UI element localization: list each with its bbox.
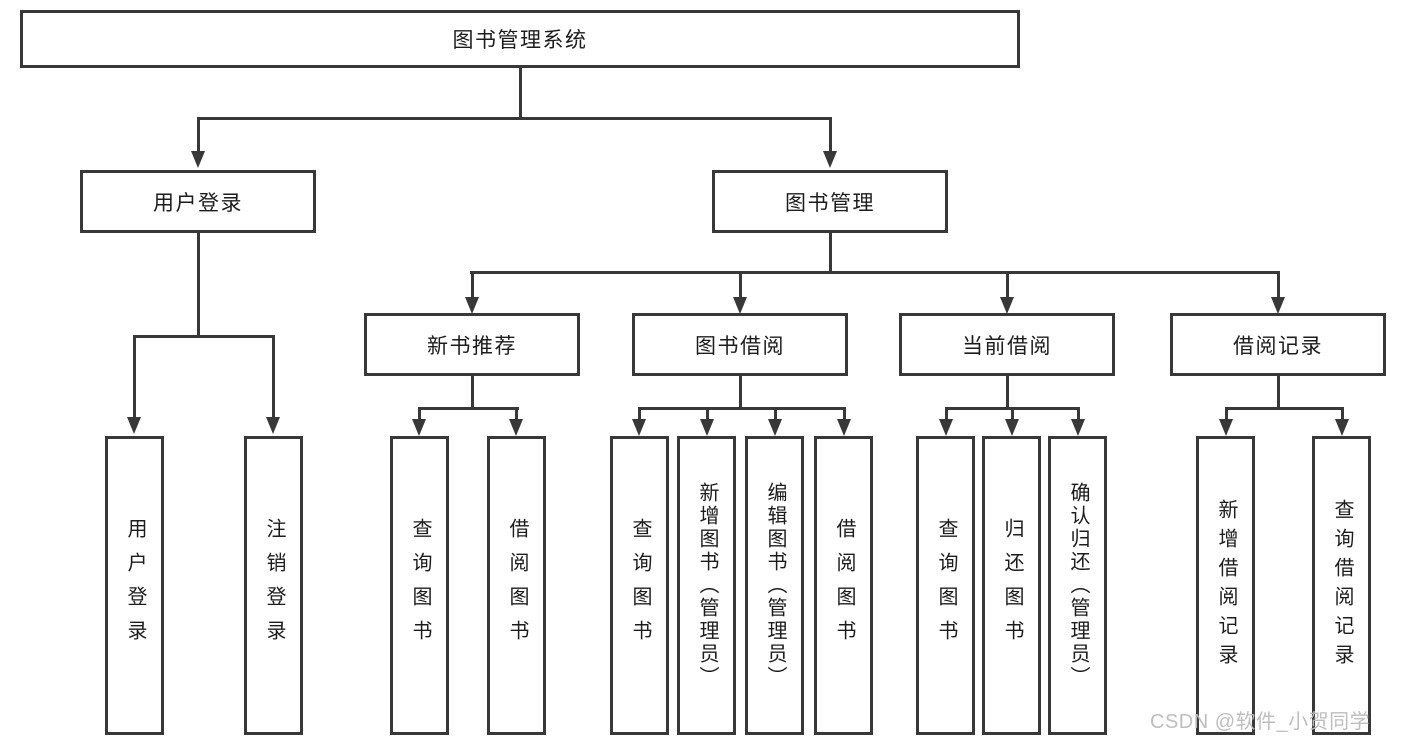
- arrow-down-icon: [768, 419, 782, 436]
- connector-line: [519, 68, 522, 118]
- connector-line: [638, 407, 846, 410]
- node-label: 借阅记录: [1233, 334, 1323, 358]
- arrow-down-icon: [266, 417, 280, 434]
- node-query-borrow-record: 查询借阅记录: [1312, 436, 1371, 735]
- node-label: 新书推荐: [427, 334, 517, 358]
- node-current-query-books: 查询图书: [916, 436, 975, 735]
- node-book-borrowing: 图书借阅: [632, 313, 848, 376]
- connector-line: [1077, 408, 1080, 421]
- arrow-down-icon: [1005, 419, 1019, 436]
- connector-line: [133, 335, 275, 338]
- connector-line: [197, 118, 200, 152]
- node-label: 新增图书（管理员）: [696, 482, 718, 689]
- connector-line: [1277, 376, 1280, 409]
- connector-line: [471, 272, 474, 298]
- node-label: 图书管理系统: [452, 29, 588, 52]
- node-label: 借阅图书: [506, 517, 528, 654]
- node-add-books-admin: 新增图书（管理员）: [677, 436, 736, 735]
- node-new-book-recommendation: 新书推荐: [364, 313, 580, 376]
- connector-line: [1006, 376, 1009, 409]
- connector-line: [829, 118, 832, 152]
- arrow-down-icon: [700, 419, 714, 436]
- node-edit-books-admin: 编辑图书（管理员）: [745, 436, 804, 735]
- node-label: 编辑图书（管理员）: [764, 482, 786, 689]
- node-borrow-books: 借阅图书: [814, 436, 873, 735]
- node-user-login-group: 用户登录: [80, 170, 316, 233]
- csdn-watermark: CSDN @软件_小贺同学: [1150, 711, 1371, 733]
- node-recommend-borrow-books: 借阅图书: [487, 436, 546, 735]
- node-label: 归还图书: [1001, 517, 1023, 654]
- connector-line: [739, 272, 742, 298]
- node-label: 图书借阅: [695, 334, 785, 358]
- arrow-down-icon: [632, 419, 646, 436]
- connector-line: [471, 376, 474, 409]
- connector-line: [1225, 407, 1344, 410]
- arrow-down-icon: [509, 419, 523, 436]
- connector-line: [272, 335, 275, 418]
- connector-line: [829, 233, 832, 274]
- connector-line: [843, 408, 846, 421]
- connector-line: [1006, 272, 1009, 298]
- connector-line: [1341, 408, 1344, 421]
- arrow-down-icon: [412, 419, 426, 436]
- connector-line: [945, 408, 948, 421]
- connector-line: [197, 117, 832, 120]
- arrow-down-icon: [465, 297, 479, 314]
- node-label: 查询图书: [629, 517, 651, 654]
- arrow-down-icon: [1335, 419, 1349, 436]
- connector-line: [1277, 272, 1280, 298]
- arrow-down-icon: [823, 151, 837, 168]
- connector-line: [418, 407, 519, 410]
- node-current-borrowing: 当前借阅: [899, 313, 1115, 376]
- connector-line: [706, 408, 709, 421]
- connector-line: [470, 271, 1280, 274]
- node-borrow-query-books: 查询图书: [610, 436, 669, 735]
- node-label: 用户登录: [153, 191, 243, 215]
- node-label: 查询图书: [935, 517, 957, 654]
- node-label: 用户登录: [124, 517, 146, 654]
- arrow-down-icon: [733, 297, 747, 314]
- arrow-down-icon: [1000, 297, 1014, 314]
- arrow-down-icon: [191, 151, 205, 168]
- connector-line: [418, 408, 421, 421]
- node-add-borrow-record: 新增借阅记录: [1196, 436, 1255, 735]
- arrow-down-icon: [1219, 419, 1233, 436]
- connector-line: [515, 408, 518, 421]
- node-label: 查询图书: [409, 517, 431, 654]
- node-library-management-system: 图书管理系统: [20, 10, 1020, 68]
- node-return-books: 归还图书: [982, 436, 1041, 735]
- node-label: 查询借阅记录: [1331, 498, 1353, 673]
- connector-line: [739, 376, 742, 409]
- node-logout: 注销登录: [244, 436, 303, 735]
- node-label: 注销登录: [263, 517, 285, 654]
- arrow-down-icon: [1071, 419, 1085, 436]
- arrow-down-icon: [1271, 297, 1285, 314]
- connector-line: [1011, 408, 1014, 421]
- node-label: 新增借阅记录: [1215, 498, 1237, 673]
- connector-line: [1225, 408, 1228, 421]
- connector-line: [638, 408, 641, 421]
- node-label: 当前借阅: [962, 334, 1052, 358]
- arrow-down-icon: [127, 417, 141, 434]
- connector-line: [774, 408, 777, 421]
- connector-line: [197, 233, 200, 336]
- node-confirm-return-admin: 确认归还（管理员）: [1048, 436, 1107, 735]
- arrow-down-icon: [837, 419, 851, 436]
- node-book-management-group: 图书管理: [712, 170, 948, 233]
- node-user-login: 用户登录: [105, 436, 164, 735]
- node-borrowing-records: 借阅记录: [1170, 313, 1386, 376]
- node-recommend-query-books: 查询图书: [390, 436, 449, 735]
- node-label: 借阅图书: [833, 517, 855, 654]
- connector-line: [133, 335, 136, 418]
- node-label: 确认归还（管理员）: [1067, 482, 1089, 689]
- arrow-down-icon: [939, 419, 953, 436]
- node-label: 图书管理: [785, 191, 875, 215]
